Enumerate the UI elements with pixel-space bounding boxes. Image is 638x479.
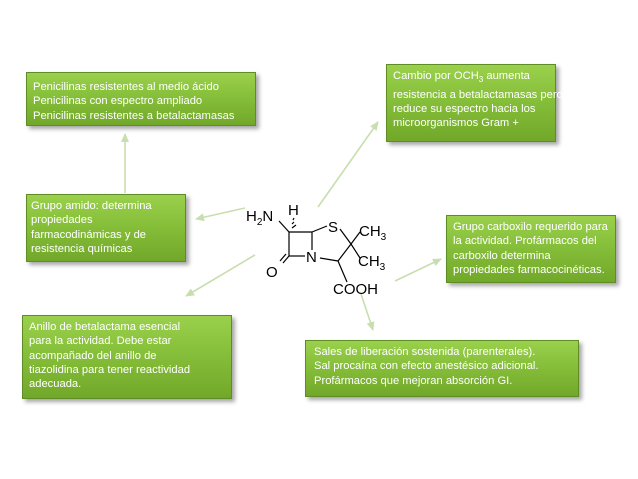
box-line: tiazolidina para tener reactividad [29, 363, 191, 376]
sulfur-label: S [328, 219, 338, 236]
box-line: propiedades [31, 214, 93, 227]
box-line: farmacodinámicas y de [31, 228, 147, 241]
h-label: H [288, 202, 299, 219]
nitrogen-label: N [306, 249, 317, 266]
arrow-to-mid-left-box [195, 207, 246, 222]
penicillin-structure [278, 217, 361, 283]
box-line: Penicilinas resistentes a betalactamasas [33, 109, 235, 122]
box-line: Grupo amido: determina [31, 200, 152, 212]
box-line: resistencia a betalactamasas pero [393, 88, 563, 101]
methyl-label-bottom: CH3 [358, 253, 386, 273]
resistant-penicillins-box: Penicilinas resistentes al medio ácido P… [26, 72, 256, 126]
box-line: Penicilinas con espectro ampliado [33, 95, 203, 108]
carboxyl-label: COOH [333, 281, 378, 298]
oxygen-label: O [266, 264, 278, 281]
amide-group-box: Grupo amido: determina propiedades farma… [26, 194, 186, 262]
box-line: reduce su espectro hacia los [393, 102, 536, 115]
box-line: Sal procaína con efecto anestésico adici… [314, 360, 539, 373]
box-line: Penicilinas resistentes al medio ácido [33, 81, 219, 93]
box-line: resistencia químicas [31, 242, 133, 255]
box-line: Sales de liberación sostenida (parentera… [314, 346, 536, 358]
arrow-to-bottom-left-box [185, 254, 256, 297]
box-line: para la actividad. Debe estar [29, 335, 172, 348]
methyl-label-top: CH3 [359, 223, 387, 243]
box-line: acompañado del anillo de [29, 349, 157, 362]
carboxyl-group-box: Grupo carboxilo requerido para la activi… [446, 215, 616, 283]
box-line: la actividad. Profármacos del [453, 235, 597, 248]
amine-label: H2N [246, 208, 273, 228]
box-line: propiedades farmacocinéticas. [453, 263, 605, 276]
arrow-to-top-right-box [317, 121, 379, 208]
box-line: carboxilo determina [453, 249, 551, 262]
box-line: Anillo de betalactama esencial [29, 321, 181, 333]
box-line: adecuada. [29, 378, 82, 391]
och3-change-box: Cambio por OCH3 aumenta resistencia a be… [386, 64, 563, 142]
box-line: Cambio por OCH3 aumenta [393, 70, 530, 85]
salts-box: Sales de liberación sostenida (parentera… [305, 340, 579, 397]
box-line: Grupo carboxilo requerido para [453, 221, 608, 233]
box-line: Profármacos que mejoran absorción GI. [314, 374, 513, 387]
arrow-to-mid-right-box [394, 258, 442, 282]
beta-lactam-ring-box: Anillo de betalactama esencial para la a… [22, 315, 232, 399]
box-line: microorganismos Gram + [393, 117, 519, 130]
arrow-to-bottom-right-box [360, 293, 375, 331]
